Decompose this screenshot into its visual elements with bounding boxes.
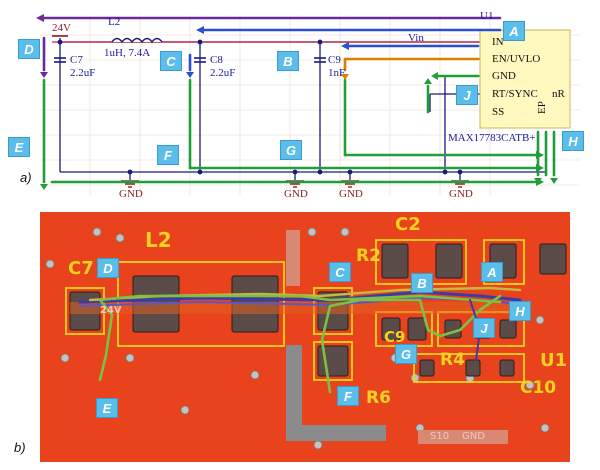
copper-trace xyxy=(70,302,530,314)
gnd-label-2: GND xyxy=(284,188,308,200)
panel-a-label: a) xyxy=(20,170,32,185)
c7-value-label: 2.2uF xyxy=(70,67,96,79)
silk-c7: C7 xyxy=(68,258,94,279)
inductor-symbol xyxy=(111,37,163,44)
silk-c9: C9 xyxy=(384,328,406,346)
tag-b-schematic: B xyxy=(277,51,299,71)
silk-24v: 24V xyxy=(100,305,122,316)
tag-j-schematic: J xyxy=(456,85,478,105)
panel-b-label: b) xyxy=(14,440,26,455)
silk-c2: C2 xyxy=(395,214,421,235)
c7-symbol xyxy=(54,57,66,63)
u1-ref-label: U1 xyxy=(480,10,494,22)
gnd-label-3: GND xyxy=(339,188,363,200)
junction-dots xyxy=(57,39,463,175)
pin-ep-label: EP xyxy=(536,101,548,114)
chip-name-label: MAX17783CATB+ xyxy=(448,132,536,144)
vin-net-label: Vin xyxy=(408,32,424,44)
tag-h-pcb: H xyxy=(509,301,531,321)
tag-d-schematic: D xyxy=(18,39,40,59)
tag-h-schematic: H xyxy=(562,131,584,151)
pin-ss-label: SS xyxy=(492,106,505,118)
gnd-label-1: GND xyxy=(119,188,143,200)
silk-c10: C10 xyxy=(520,378,557,398)
tag-a-pcb: A xyxy=(481,262,503,282)
silk-r4: R4 xyxy=(440,350,465,370)
c7-ref-label: C7 xyxy=(70,54,83,66)
tag-e-pcb: E xyxy=(96,398,118,418)
c9-ref-label: C9 xyxy=(328,54,341,66)
tag-j-pcb: J xyxy=(473,318,495,338)
c9-symbol xyxy=(314,57,326,63)
c8-ref-label: C8 xyxy=(210,54,223,66)
pcb-current-paths xyxy=(78,286,522,394)
silk-s10: S10 xyxy=(430,431,450,442)
arrow-heads xyxy=(36,14,558,190)
gnd-label-4: GND xyxy=(449,188,473,200)
c8-value-label: 2.2uF xyxy=(210,67,236,79)
pin-en-label: EN/UVLO xyxy=(492,53,541,65)
tag-b-pcb: B xyxy=(411,273,433,293)
vertical-label-pad xyxy=(286,230,300,286)
pin-rt-label: RT/SYNC xyxy=(492,88,538,100)
tag-d-pcb: D xyxy=(97,258,119,278)
ground-copper-pour xyxy=(286,345,386,441)
tag-g-pcb: G xyxy=(395,344,417,364)
inductor-value-label: 1uH, 7.4A xyxy=(104,47,151,59)
tag-g-schematic: G xyxy=(280,140,302,160)
inductor-ref-label: L2 xyxy=(108,16,121,28)
silk-r6: R6 xyxy=(366,388,391,408)
c9-value-label: 1nF xyxy=(328,67,346,79)
current-path-arrows xyxy=(38,16,556,184)
silk-gnd: GND xyxy=(462,431,485,442)
silk-u1: U1 xyxy=(540,350,568,371)
net-24v-label: 24V xyxy=(52,22,71,34)
silk-r2: R2 xyxy=(356,246,381,266)
tag-c-pcb: C xyxy=(329,262,351,282)
gnd-label-pad xyxy=(418,430,508,444)
pin-gnd-label: GND xyxy=(492,70,516,82)
tag-a-schematic: A xyxy=(503,21,525,41)
silk-l2: L2 xyxy=(145,228,172,252)
c8-symbol xyxy=(194,57,206,63)
u1-chip-body xyxy=(479,29,571,129)
tag-f-pcb: F xyxy=(337,386,359,406)
tag-f-schematic: F xyxy=(157,145,179,165)
tag-c-schematic: C xyxy=(160,51,182,71)
pin-nr-label: nR xyxy=(552,88,565,100)
pin-in-label: IN xyxy=(492,36,504,48)
tag-e-schematic: E xyxy=(8,137,30,157)
